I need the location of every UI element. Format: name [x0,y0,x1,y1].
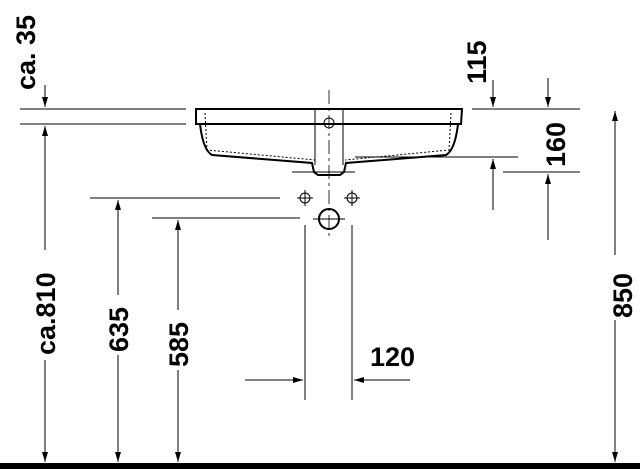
dimension-635: 635 [90,197,280,462]
label-160: 160 [541,122,571,167]
label-850: 850 [608,273,638,318]
label-585: 585 [164,322,194,367]
dimension-850: 850 [608,111,638,462]
dimension-ca35: ca. 35 [11,15,186,125]
label-635: 635 [104,307,134,352]
basin-outline [195,90,464,240]
label-ca810: ca.810 [31,272,61,355]
dimension-ca810: ca.810 [31,126,61,462]
dimension-115: 115 [462,40,580,110]
label-ca35: ca. 35 [11,15,41,90]
floor-line [0,463,640,469]
dimension-120: 120 [245,342,415,383]
label-120: 120 [370,342,415,372]
label-115: 115 [462,40,492,84]
dimension-160: 160 [292,122,580,240]
dimension-585: 585 [152,217,300,462]
connection-holes [297,190,360,400]
